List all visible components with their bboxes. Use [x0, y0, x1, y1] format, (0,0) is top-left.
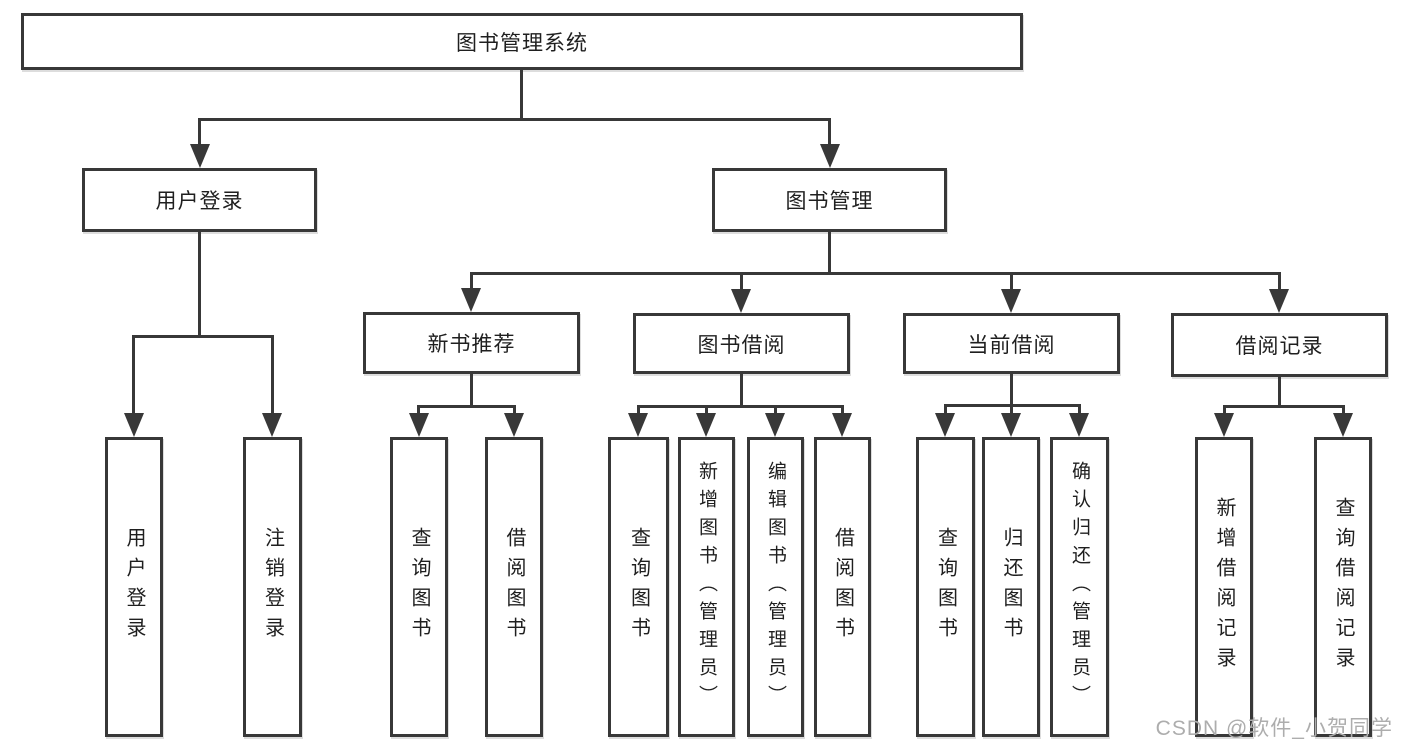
connector-line — [841, 405, 844, 419]
arrowhead-icon — [935, 413, 955, 437]
connector-line — [271, 335, 274, 417]
leaf-add-books-admin-label: 新增图书（管理员） — [696, 461, 717, 713]
node-user-login: 用户登录 — [82, 168, 317, 232]
connector-line — [705, 405, 708, 419]
leaf-edit-books-admin: 编辑图书（管理员） — [747, 437, 804, 737]
node-book-borrow: 图书借阅 — [633, 313, 850, 374]
connector-line — [198, 118, 201, 148]
leaf-borrow-books-1: 借阅图书 — [485, 437, 543, 737]
leaf-query-borrow-record-label: 查询借阅记录 — [1332, 497, 1354, 677]
arrowhead-icon — [1333, 413, 1353, 437]
connector-line — [774, 405, 777, 419]
connector-line — [470, 272, 473, 292]
node-root: 图书管理系统 — [21, 13, 1023, 70]
arrowhead-icon — [628, 413, 648, 437]
connector-line — [520, 69, 523, 121]
leaf-logout: 注销登录 — [243, 437, 302, 737]
connector-line — [1223, 405, 1226, 419]
connector-line — [740, 272, 743, 292]
connector-line — [1010, 374, 1013, 407]
connector-line — [944, 404, 947, 419]
arrowhead-icon — [765, 413, 785, 437]
csdn-watermark: CSDN @软件_小贺同学 — [1155, 717, 1393, 740]
connector-line — [1278, 377, 1281, 408]
leaf-query-books-3: 查询图书 — [916, 437, 975, 737]
arrowhead-icon — [190, 144, 210, 168]
node-root-label: 图书管理系统 — [456, 31, 588, 55]
arrowhead-icon — [832, 413, 852, 437]
arrowhead-icon — [696, 413, 716, 437]
connector-line — [198, 118, 831, 121]
node-book-management-label: 图书管理 — [785, 190, 874, 213]
connector-line — [513, 405, 516, 419]
node-new-book-recommend-label: 新书推荐 — [427, 333, 516, 356]
connector-line — [1010, 272, 1013, 292]
node-book-management: 图书管理 — [712, 168, 947, 232]
connector-line — [470, 374, 473, 408]
leaf-confirm-return-admin-label: 确认归还（管理员） — [1069, 461, 1090, 713]
node-user-login-label: 用户登录 — [155, 190, 244, 213]
node-current-borrow-label: 当前借阅 — [967, 333, 1056, 357]
leaf-add-borrow-record-label: 新增借阅记录 — [1213, 497, 1235, 677]
arrowhead-icon — [409, 413, 429, 437]
arrowhead-icon — [1001, 413, 1021, 437]
connector-line — [1078, 404, 1081, 419]
connector-line — [417, 405, 516, 408]
connector-line — [637, 405, 640, 419]
connector-line — [1223, 405, 1345, 408]
leaf-user-login: 用户登录 — [105, 437, 163, 737]
connector-line — [828, 232, 831, 275]
leaf-borrow-books-1-label: 借阅图书 — [503, 527, 525, 647]
arrowhead-icon — [504, 413, 524, 437]
connector-line — [740, 374, 743, 408]
leaf-edit-books-admin-label: 编辑图书（管理员） — [765, 461, 786, 713]
connector-line — [637, 405, 844, 408]
arrowhead-icon — [1069, 413, 1089, 437]
leaf-query-books-2: 查询图书 — [608, 437, 669, 737]
leaf-query-books-2-label: 查询图书 — [627, 527, 650, 647]
arrowhead-icon — [731, 289, 751, 313]
connector-line — [132, 335, 274, 338]
leaf-borrow-books-2: 借阅图书 — [814, 437, 871, 737]
node-current-borrow: 当前借阅 — [903, 313, 1120, 374]
arrowhead-icon — [461, 288, 481, 312]
arrowhead-icon — [1269, 289, 1289, 313]
connector-line — [132, 335, 135, 417]
arrowhead-icon — [1001, 289, 1021, 313]
leaf-logout-label: 注销登录 — [261, 527, 284, 647]
node-book-borrow-label: 图书借阅 — [697, 333, 786, 357]
connector-line — [198, 232, 201, 338]
leaf-query-books-1-label: 查询图书 — [408, 527, 430, 647]
arrowhead-icon — [820, 144, 840, 168]
connector-line — [470, 272, 1281, 275]
node-new-book-recommend: 新书推荐 — [363, 312, 580, 374]
connector-line — [1010, 404, 1013, 419]
node-borrow-records: 借阅记录 — [1171, 313, 1388, 377]
arrowhead-icon — [262, 413, 282, 437]
connector-line — [1342, 405, 1345, 419]
leaf-query-books-3-label: 查询图书 — [934, 527, 957, 647]
connector-line — [417, 405, 420, 419]
connector-line — [828, 118, 831, 148]
leaf-borrow-books-2-label: 借阅图书 — [831, 527, 854, 647]
connector-line — [1278, 272, 1281, 292]
leaf-return-books-label: 归还图书 — [1000, 527, 1022, 647]
leaf-query-borrow-record: 查询借阅记录 — [1314, 437, 1372, 737]
leaf-add-books-admin: 新增图书（管理员） — [678, 437, 735, 737]
leaf-add-borrow-record: 新增借阅记录 — [1195, 437, 1253, 737]
arrowhead-icon — [124, 413, 144, 437]
leaf-confirm-return-admin: 确认归还（管理员） — [1050, 437, 1109, 737]
leaf-return-books: 归还图书 — [982, 437, 1040, 737]
node-borrow-records-label: 借阅记录 — [1235, 335, 1324, 358]
leaf-query-books-1: 查询图书 — [390, 437, 448, 737]
leaf-user-login-label: 用户登录 — [123, 527, 145, 647]
arrowhead-icon — [1214, 413, 1234, 437]
